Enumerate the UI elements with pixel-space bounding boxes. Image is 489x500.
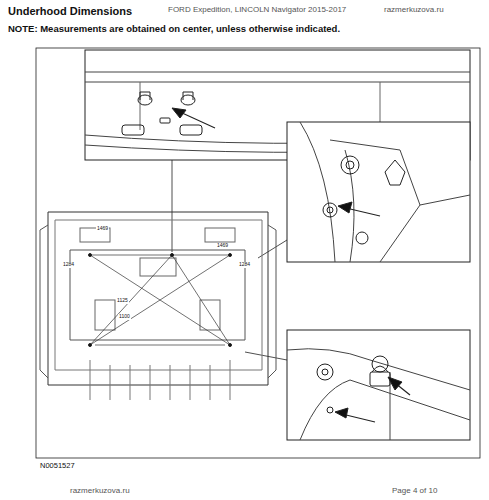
header-model: FORD Expedition, LINCOLN Navigator 2015-… [168,6,346,15]
header-site: razmerkuzova.ru [384,6,444,15]
dimension-value: 1284 [238,262,251,268]
dimension-value: 1125 [116,298,129,304]
note-text: NOTE: Measurements are obtained on cente… [8,24,340,34]
figure-id: N0051527 [40,462,75,470]
footer-site: razmerkuzova.ru [70,487,130,496]
page-title: Underhood Dimensions [8,5,132,17]
dimension-value: 1469 [96,226,109,232]
dimension-value: 1469 [216,243,229,249]
dimension-value: 1284 [62,262,75,268]
dimension-value: 1100 [118,314,131,320]
page-number: Page 4 of 10 [392,487,437,496]
